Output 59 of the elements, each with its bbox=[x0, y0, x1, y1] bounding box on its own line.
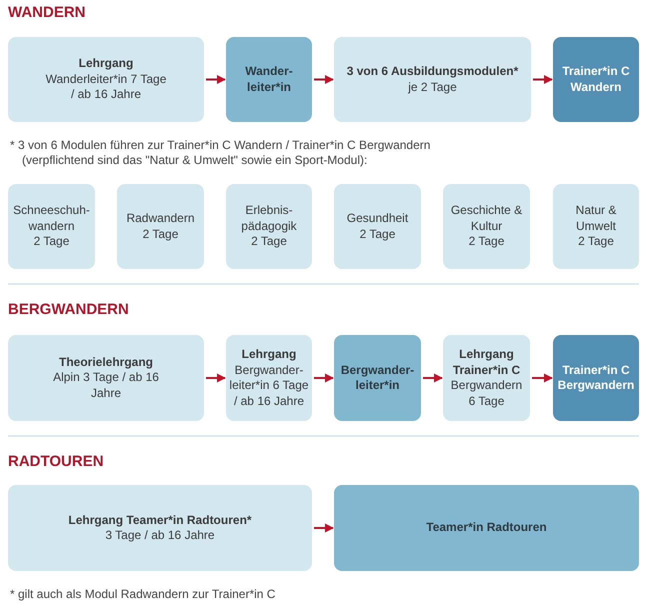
module-box bbox=[226, 184, 312, 269]
node-heading: Lehrgang Trainer*in C bbox=[452, 347, 522, 378]
node-heading: Teamer*in Radtouren bbox=[426, 520, 547, 536]
module-box bbox=[553, 184, 639, 269]
node-detail: 2 Tage bbox=[360, 226, 396, 242]
node-heading: Lehrgang Teamer*in Radtouren* bbox=[68, 512, 252, 528]
node-heading: Bergwander-leiter*in bbox=[340, 362, 416, 394]
arrow bbox=[533, 75, 553, 84]
course-box bbox=[8, 335, 204, 421]
module-box bbox=[117, 184, 204, 269]
module-box bbox=[443, 184, 530, 269]
node-heading: 3 von 6 Ausbildungsmodulen* bbox=[346, 64, 518, 80]
node-detail: 2 Tage bbox=[251, 234, 287, 250]
module-box bbox=[334, 184, 421, 269]
node-heading: Theorielehrgang bbox=[58, 354, 153, 370]
node-detail: Wanderleiter*in 7 Tage / ab 16 Jahre bbox=[44, 72, 168, 103]
course-box bbox=[8, 485, 312, 571]
section-title: RADTOUREN bbox=[8, 454, 105, 469]
arrow bbox=[206, 75, 226, 84]
arrow bbox=[314, 524, 334, 532]
node-detail: 2 Tage bbox=[468, 234, 504, 250]
node-detail: 2 Tage bbox=[34, 234, 70, 250]
course-box bbox=[226, 335, 312, 421]
node-heading: Lehrgang bbox=[78, 56, 134, 72]
module-box bbox=[8, 184, 95, 269]
course-box bbox=[443, 335, 530, 421]
node-detail: Bergwandern 6 Tage bbox=[450, 378, 524, 409]
footnote: * 3 von 6 Modulen führen zur Trainer*in C Wandern / Trainer*in C Bergwandern (verpflichtend sind das "Natur & Umwelt" sowie ein Sport-Modul): bbox=[9, 138, 432, 168]
footnote: * gilt auch als Modul Radwandern zur Trainer*in C bbox=[9, 587, 276, 602]
course-box bbox=[8, 37, 204, 122]
node-heading: Gesundheit bbox=[346, 211, 408, 226]
course-box bbox=[334, 37, 531, 122]
node-heading: Radwandern bbox=[126, 211, 195, 226]
section-title: WANDERN bbox=[8, 5, 86, 20]
qualification-box bbox=[226, 37, 312, 122]
node-heading: Geschichte & Kultur bbox=[450, 203, 524, 234]
section-title: BERGWANDERN bbox=[8, 302, 130, 317]
node-heading: Schneeschuh-wandern bbox=[12, 203, 91, 234]
node-heading: Trainer*in C Wandern bbox=[561, 64, 631, 95]
qualification-box bbox=[334, 485, 639, 571]
node-heading: Wander-leiter*in bbox=[244, 64, 294, 95]
node-heading: Natur & Umwelt bbox=[574, 203, 618, 234]
qualification-box bbox=[334, 335, 421, 421]
node-detail: Bergwander-leiter*in 6 Tage / ab 16 Jahre bbox=[229, 362, 309, 409]
node-detail: 2 Tage bbox=[142, 226, 178, 242]
trainer-box bbox=[553, 37, 639, 122]
node-detail: 2 Tage bbox=[578, 234, 614, 250]
trainer-box bbox=[553, 335, 639, 421]
node-heading: Erlebnis-pädagogik bbox=[240, 203, 298, 234]
arrow bbox=[206, 374, 226, 382]
arrow bbox=[314, 75, 334, 84]
arrow bbox=[532, 374, 553, 382]
node-heading: Lehrgang bbox=[242, 347, 296, 362]
node-detail: 3 Tage / ab 16 Jahre bbox=[105, 528, 215, 544]
arrow bbox=[314, 374, 334, 382]
node-detail: je 2 Tage bbox=[408, 80, 457, 95]
arrow bbox=[423, 374, 443, 382]
node-heading: Trainer*in C Bergwandern bbox=[556, 362, 636, 394]
node-detail: Alpin 3 Tage / ab 16 Jahre bbox=[52, 370, 160, 402]
